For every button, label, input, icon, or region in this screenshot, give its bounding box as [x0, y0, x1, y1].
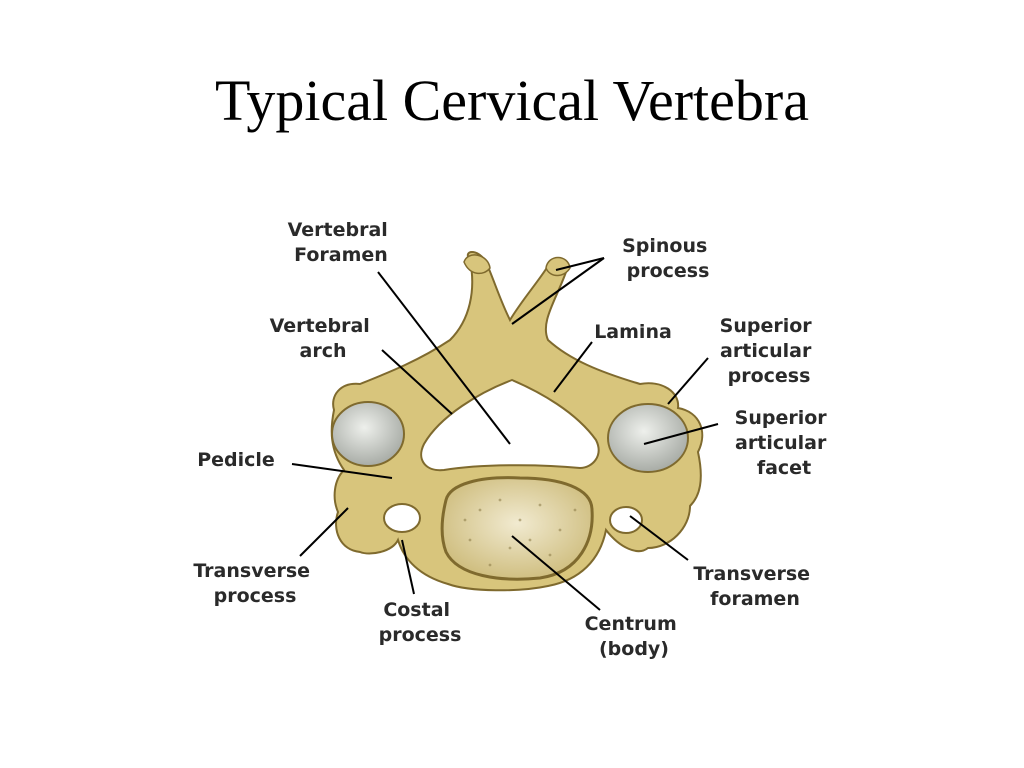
leader-transverse-foramen [629, 515, 689, 561]
leader-lamina [553, 341, 593, 393]
label-costal-process: Costal process [379, 599, 462, 646]
leader-spinous-process-a [555, 257, 605, 271]
leader-pedicle [291, 463, 393, 479]
leader-superior-articular-process [667, 357, 709, 405]
leader-superior-articular-facet [643, 423, 719, 445]
label-superior-articular-facet: Superior articular facet [735, 407, 834, 479]
label-centrum-body: Centrum (body) [585, 613, 684, 660]
right-articular-facet [607, 403, 689, 473]
label-vertebral-foramen: Vertebral Foramen [288, 219, 395, 266]
label-vertebral-arch: Vertebral arch [270, 315, 377, 362]
right-transverse-foramen [609, 506, 643, 534]
leader-costal-process [401, 539, 415, 595]
leader-vertebral-foramen [377, 271, 511, 445]
spinous-tip-right [545, 256, 571, 277]
leader-vertebral-arch [381, 349, 453, 415]
leader-lines [291, 257, 719, 611]
labels: Vertebral Foramen Spinous process Verteb… [193, 219, 834, 660]
label-superior-articular-process: Superior articular process [720, 315, 819, 387]
spinous-tip-left [463, 254, 491, 275]
centrum-speckles [463, 498, 577, 567]
centrum-surface [440, 476, 594, 581]
slide-title: Typical Cervical Vertebra [215, 68, 809, 133]
left-transverse-foramen [383, 503, 421, 533]
leader-centrum [511, 535, 601, 611]
label-pedicle: Pedicle [197, 449, 275, 471]
vertebral-foramen-opening [420, 378, 600, 472]
label-spinous-process: Spinous process [622, 235, 714, 282]
leader-transverse-process [299, 507, 349, 557]
label-lamina: Lamina [594, 321, 672, 343]
vertebra-illustration [330, 251, 704, 592]
left-articular-facet [331, 401, 405, 467]
label-transverse-foramen: Transverse foramen [693, 563, 816, 610]
leader-spinous-process-b [511, 257, 605, 325]
label-transverse-process: Transverse process [193, 560, 316, 607]
